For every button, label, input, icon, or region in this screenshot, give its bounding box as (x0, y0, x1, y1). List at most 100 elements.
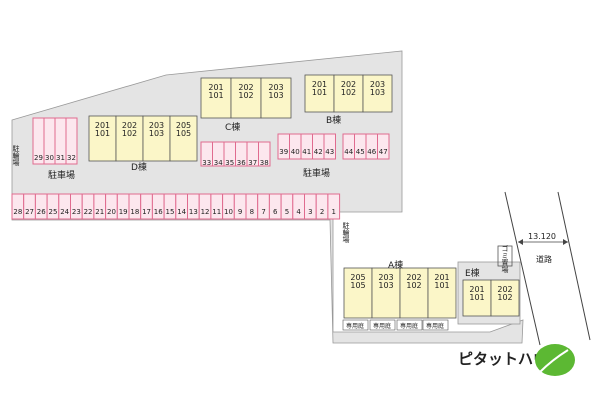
apartment-unit (260, 77, 292, 119)
unit-lower-number: 102 (341, 88, 356, 97)
parking-right-label: 駐車場 (303, 167, 330, 179)
apartment-unit (115, 115, 144, 162)
parking-number: 41 (302, 148, 311, 156)
apartment-unit (169, 115, 198, 162)
unit-lower-number: 101 (312, 88, 327, 97)
garbage-box (497, 245, 513, 267)
unit-lower-number: 103 (149, 129, 164, 138)
building-label: B棟 (326, 114, 341, 126)
parking-number: 13 (189, 208, 198, 216)
unit-lower-number: 101 (95, 129, 110, 138)
parking-number: 10 (224, 208, 233, 216)
building-label: D棟 (131, 161, 147, 173)
parking-number: 6 (273, 208, 278, 216)
parking-number: 12 (201, 208, 210, 216)
parking-number: 32 (67, 154, 76, 162)
unit-upper-number: 202 (406, 273, 421, 282)
parking-number: 4 (296, 208, 301, 216)
apartment-unit (343, 267, 373, 319)
parking-space (65, 117, 78, 165)
parking-number: 17 (142, 208, 151, 216)
unit-upper-number: 202 (238, 83, 253, 92)
parking-number: 35 (225, 159, 234, 167)
unit-lower-number: 102 (406, 281, 421, 290)
parking-number: 24 (60, 208, 69, 216)
road-edge-left (504, 191, 541, 346)
unit-upper-number: 201 (208, 83, 223, 92)
road-label: 道路 (536, 254, 552, 264)
bike-mid-label: 駐輪場 (342, 221, 350, 244)
parking-number: 45 (356, 148, 365, 156)
parking-number: 44 (344, 148, 353, 156)
unit-upper-number: 201 (95, 121, 110, 130)
private-garden-label-1: 専用庭 (346, 322, 364, 330)
unit-lower-number: 101 (469, 293, 484, 302)
unit-upper-number: 202 (341, 80, 356, 89)
unit-lower-number: 103 (378, 281, 393, 290)
building-label: E棟 (465, 267, 480, 279)
parking-space (258, 141, 271, 167)
parking-left-label: 駐車場 (48, 169, 75, 181)
private-garden-1 (342, 319, 369, 331)
parking-number: 2 (320, 208, 324, 216)
parking-number: 27 (25, 208, 34, 216)
parking-number: 30 (45, 154, 54, 162)
parking-number: 38 (260, 159, 269, 167)
parking-number: 19 (119, 208, 128, 216)
building-label: A棟 (388, 259, 403, 271)
parking-number: 16 (154, 208, 163, 216)
parking-number: 36 (237, 159, 246, 167)
apartment-unit (362, 74, 393, 113)
parking-number: 1 (332, 208, 336, 216)
parking-number: 29 (34, 154, 43, 162)
apartment-unit (371, 267, 401, 319)
unit-upper-number: 201 (469, 285, 484, 294)
parking-number: 18 (130, 208, 139, 216)
parking-number: 26 (37, 208, 46, 216)
garbage-label: ゴミ置場 (501, 244, 509, 274)
road-arrow-head (518, 239, 523, 245)
parking-number: 20 (107, 208, 116, 216)
unit-lower-number: 102 (497, 293, 512, 302)
parking-number: 39 (279, 148, 288, 156)
parking-number: 9 (238, 208, 242, 216)
private-garden-label-2: 専用庭 (373, 322, 391, 330)
apartment-unit (427, 267, 457, 319)
bike-left-label: 駐輪場 (12, 144, 20, 167)
unit-upper-number: 203 (370, 80, 385, 89)
parking-number: 25 (48, 208, 57, 216)
parking-number: 22 (84, 208, 93, 216)
parking-space (323, 133, 336, 160)
unit-upper-number: 201 (434, 273, 449, 282)
parking-number: 40 (291, 148, 300, 156)
apartment-unit (230, 77, 262, 119)
apartment-unit (490, 279, 520, 317)
unit-lower-number: 101 (434, 281, 449, 290)
parking-number: 37 (248, 159, 257, 167)
unit-upper-number: 202 (497, 285, 512, 294)
apartment-unit (142, 115, 171, 162)
unit-upper-number: 201 (312, 80, 327, 89)
unit-upper-number: 203 (149, 121, 164, 130)
parking-space (327, 193, 341, 220)
unit-lower-number: 105 (350, 281, 365, 290)
parking-number: 5 (285, 208, 289, 216)
parking-number: 11 (212, 208, 221, 216)
parking-number: 31 (56, 154, 65, 162)
parking-number: 34 (214, 159, 223, 167)
parking-number: 33 (202, 159, 211, 167)
road-edge-right (557, 191, 591, 341)
private-garden-label-3: 専用庭 (400, 322, 418, 330)
brand-logo-leaf-vein (539, 349, 569, 373)
unit-upper-number: 203 (268, 83, 283, 92)
